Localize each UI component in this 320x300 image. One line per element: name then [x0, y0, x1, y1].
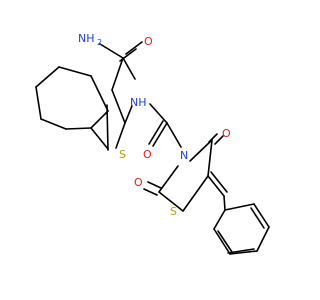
bond-34	[213, 228, 231, 255]
atom-thiazolidine-oxygen-lower: O	[134, 176, 143, 189]
bond-40	[227, 248, 255, 254]
bond-0	[99, 43, 124, 59]
bond-18	[152, 122, 168, 147]
bond-12	[35, 66, 60, 88]
bond-37	[253, 203, 270, 228]
bond-21	[189, 139, 213, 162]
atom-acetyl-oxygen: O	[143, 148, 152, 161]
bond-38	[224, 203, 255, 211]
bond-14	[40, 118, 67, 130]
bond-15	[65, 127, 92, 130]
bond-16	[124, 105, 133, 124]
atom-amide-oxygen: O	[144, 35, 153, 48]
atom-nh2-text: NH	[78, 32, 95, 45]
bond-5	[115, 122, 126, 149]
bond-35	[229, 250, 258, 255]
bond-9	[122, 57, 136, 80]
bond-11	[58, 66, 92, 77]
bond-41	[250, 207, 265, 229]
bond-22	[207, 139, 213, 177]
bond-36	[256, 226, 270, 252]
bond-30	[207, 175, 225, 197]
bond-27	[208, 133, 218, 143]
bond-7	[90, 110, 109, 129]
bond-3	[111, 57, 124, 91]
bond-8	[106, 104, 109, 151]
bond-1	[125, 41, 143, 55]
bond-lines	[35, 41, 270, 255]
bond-26	[214, 135, 224, 145]
bond-4	[111, 89, 126, 124]
atom-amide-nh: NH	[130, 96, 147, 109]
bond-28	[147, 181, 162, 189]
bond-39	[217, 230, 233, 253]
bond-20	[166, 122, 182, 148]
bond-24	[158, 191, 184, 212]
bond-13	[35, 86, 42, 120]
bond-25	[158, 165, 179, 193]
bond-29	[143, 188, 158, 196]
bond-23	[182, 175, 209, 212]
bond-19	[148, 120, 164, 145]
bond-33	[213, 209, 226, 230]
bond-6	[90, 127, 109, 150]
atom-thiazolidine-nitrogen: N	[180, 149, 188, 162]
bond-31	[210, 171, 228, 193]
atom-thiophene-sulfur: S	[119, 148, 126, 161]
atom-label-nh2: NH 2	[78, 32, 102, 47]
molecule-structure: NH 2 O S NH O N O O S	[35, 32, 270, 255]
atom-thiazolidine-sulfur: S	[170, 205, 177, 218]
atom-thiazolidine-oxygen-upper: O	[222, 127, 231, 140]
bond-17	[149, 103, 168, 124]
atom-nh2-subscript: 2	[97, 38, 102, 47]
bond-32	[223, 195, 226, 211]
bond-10	[90, 75, 109, 112]
